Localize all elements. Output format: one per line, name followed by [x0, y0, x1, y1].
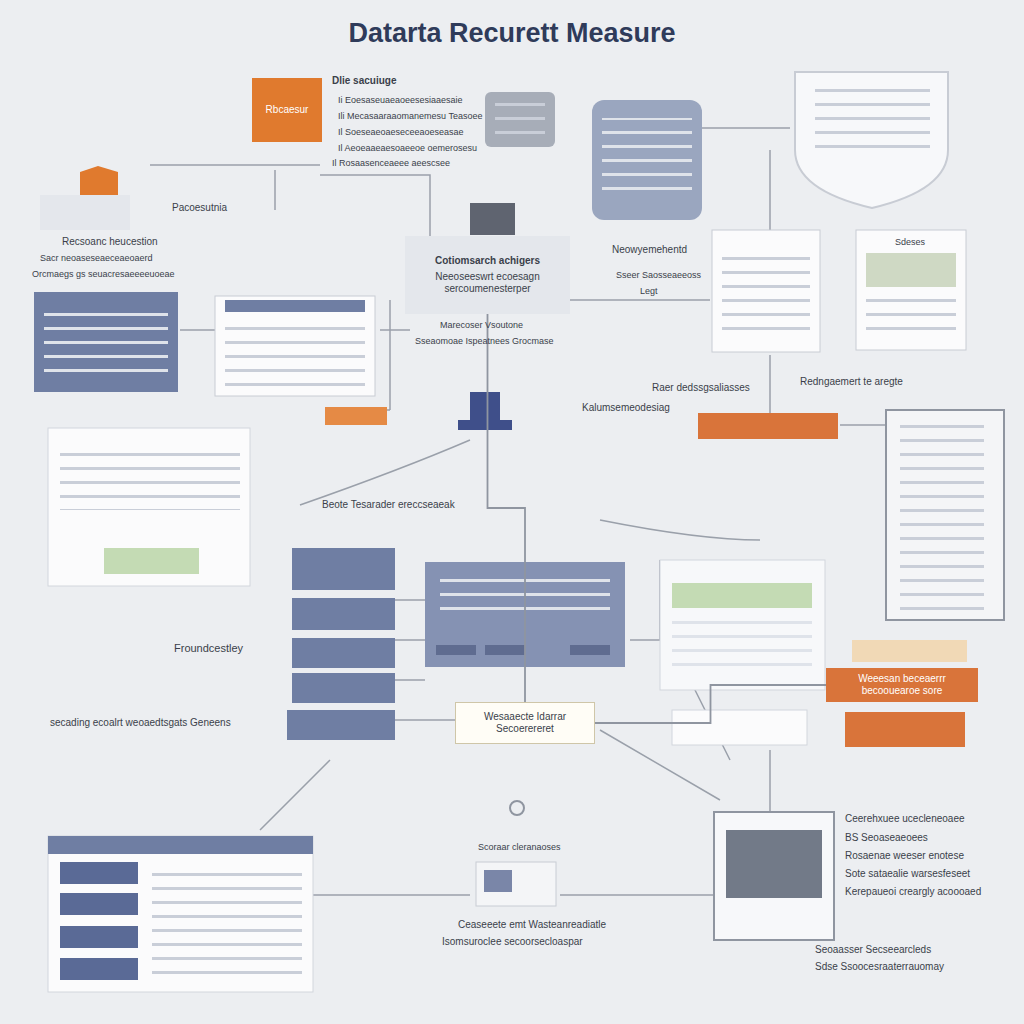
text-label: Legt	[640, 286, 658, 297]
text-label: Redngaemert te aregte	[800, 376, 903, 388]
text-label: Froundcestley	[174, 642, 243, 655]
text-label: Sote sataealie warsesfeseet	[845, 868, 970, 880]
text-label: Sacr neoaseseaeceaeoaerd	[40, 253, 153, 264]
text-label: Ili Mecasaaraaomanemesu Teasoee	[338, 111, 482, 122]
node-text: Cotiomsarch achigers	[435, 255, 540, 267]
text-label: Sdse Ssoocesraaterrauomay	[815, 961, 944, 973]
text-label: Scoraar cleranaoses	[478, 842, 561, 853]
text-label: Beote Tesarader ereccseaeak	[322, 499, 455, 511]
process-panel: Cotiomsarch achigersNeeoseeswrt ecoesagn…	[405, 236, 570, 314]
text-label: Sdeses	[895, 237, 925, 248]
folder-box: Wesaaecte Idarrar Secoerereret	[455, 702, 595, 744]
diagram-title: Datarta Recurett Measure	[0, 18, 1024, 49]
text-label: Sseaomoae Ispeatnees Grocmase	[415, 336, 554, 347]
text-label: Il Rosaasenceaeee aeescsee	[332, 158, 450, 169]
text-label: Neowyemehentd	[612, 244, 687, 256]
text-label: Seoaasser Secseearcleds	[815, 944, 931, 956]
node-text: Wesaaecte Idarrar Secoerereret	[462, 711, 588, 735]
node-text: Neeoseeswrt ecoesagn sercoumenesterper	[411, 271, 564, 295]
text-label: Recsoanc heucestion	[62, 236, 158, 248]
text-label: Rosaenae weeser enotese	[845, 850, 964, 862]
orange-icon-box: Rbcaesur	[252, 78, 322, 142]
connector	[595, 685, 826, 723]
text-label: Raer dedssgsaliasses	[652, 382, 750, 394]
text-label: secading ecoalrt weoaedtsgats Geneens	[50, 717, 231, 729]
text-label: Kalumsemeodesiag	[582, 402, 670, 414]
text-label: Ceerehxuee ucecleneoaee	[845, 813, 965, 825]
text-label: Marecoser Vsoutone	[440, 320, 523, 331]
text-label: BS Seoaseaeoees	[845, 832, 928, 844]
text-label: Il Soeseaeoaeseceeaoeseasae	[338, 127, 464, 138]
text-label: Dlie sacuiuge	[332, 75, 396, 87]
node-text: Weeesan beceaerrr becoouearoe sore	[832, 673, 972, 697]
text-label: Isomsuroclee secoorsecloaspar	[442, 936, 583, 948]
text-label: Ceaseeete emt Wasteanreadiatle	[458, 919, 606, 931]
connector	[488, 314, 526, 702]
text-label: Sseer Saosseaeeoss	[616, 270, 701, 281]
text-label: Il Aeoeaaeaesoaeeoe oemerosesu	[338, 143, 477, 154]
text-label: Pacoesutnia	[172, 202, 227, 214]
text-label: Kerepaueoi creargly acoooaed	[845, 886, 981, 898]
orange-note-box: Weeesan beceaerrr becoouearoe sore	[826, 668, 978, 702]
node-text: Rbcaesur	[266, 104, 309, 116]
text-label: Ii Eoesaseuaeaoeesesiaaesaie	[338, 95, 463, 106]
text-label: Orcmaegs gs seuacresaeeeeuoeae	[32, 269, 175, 280]
